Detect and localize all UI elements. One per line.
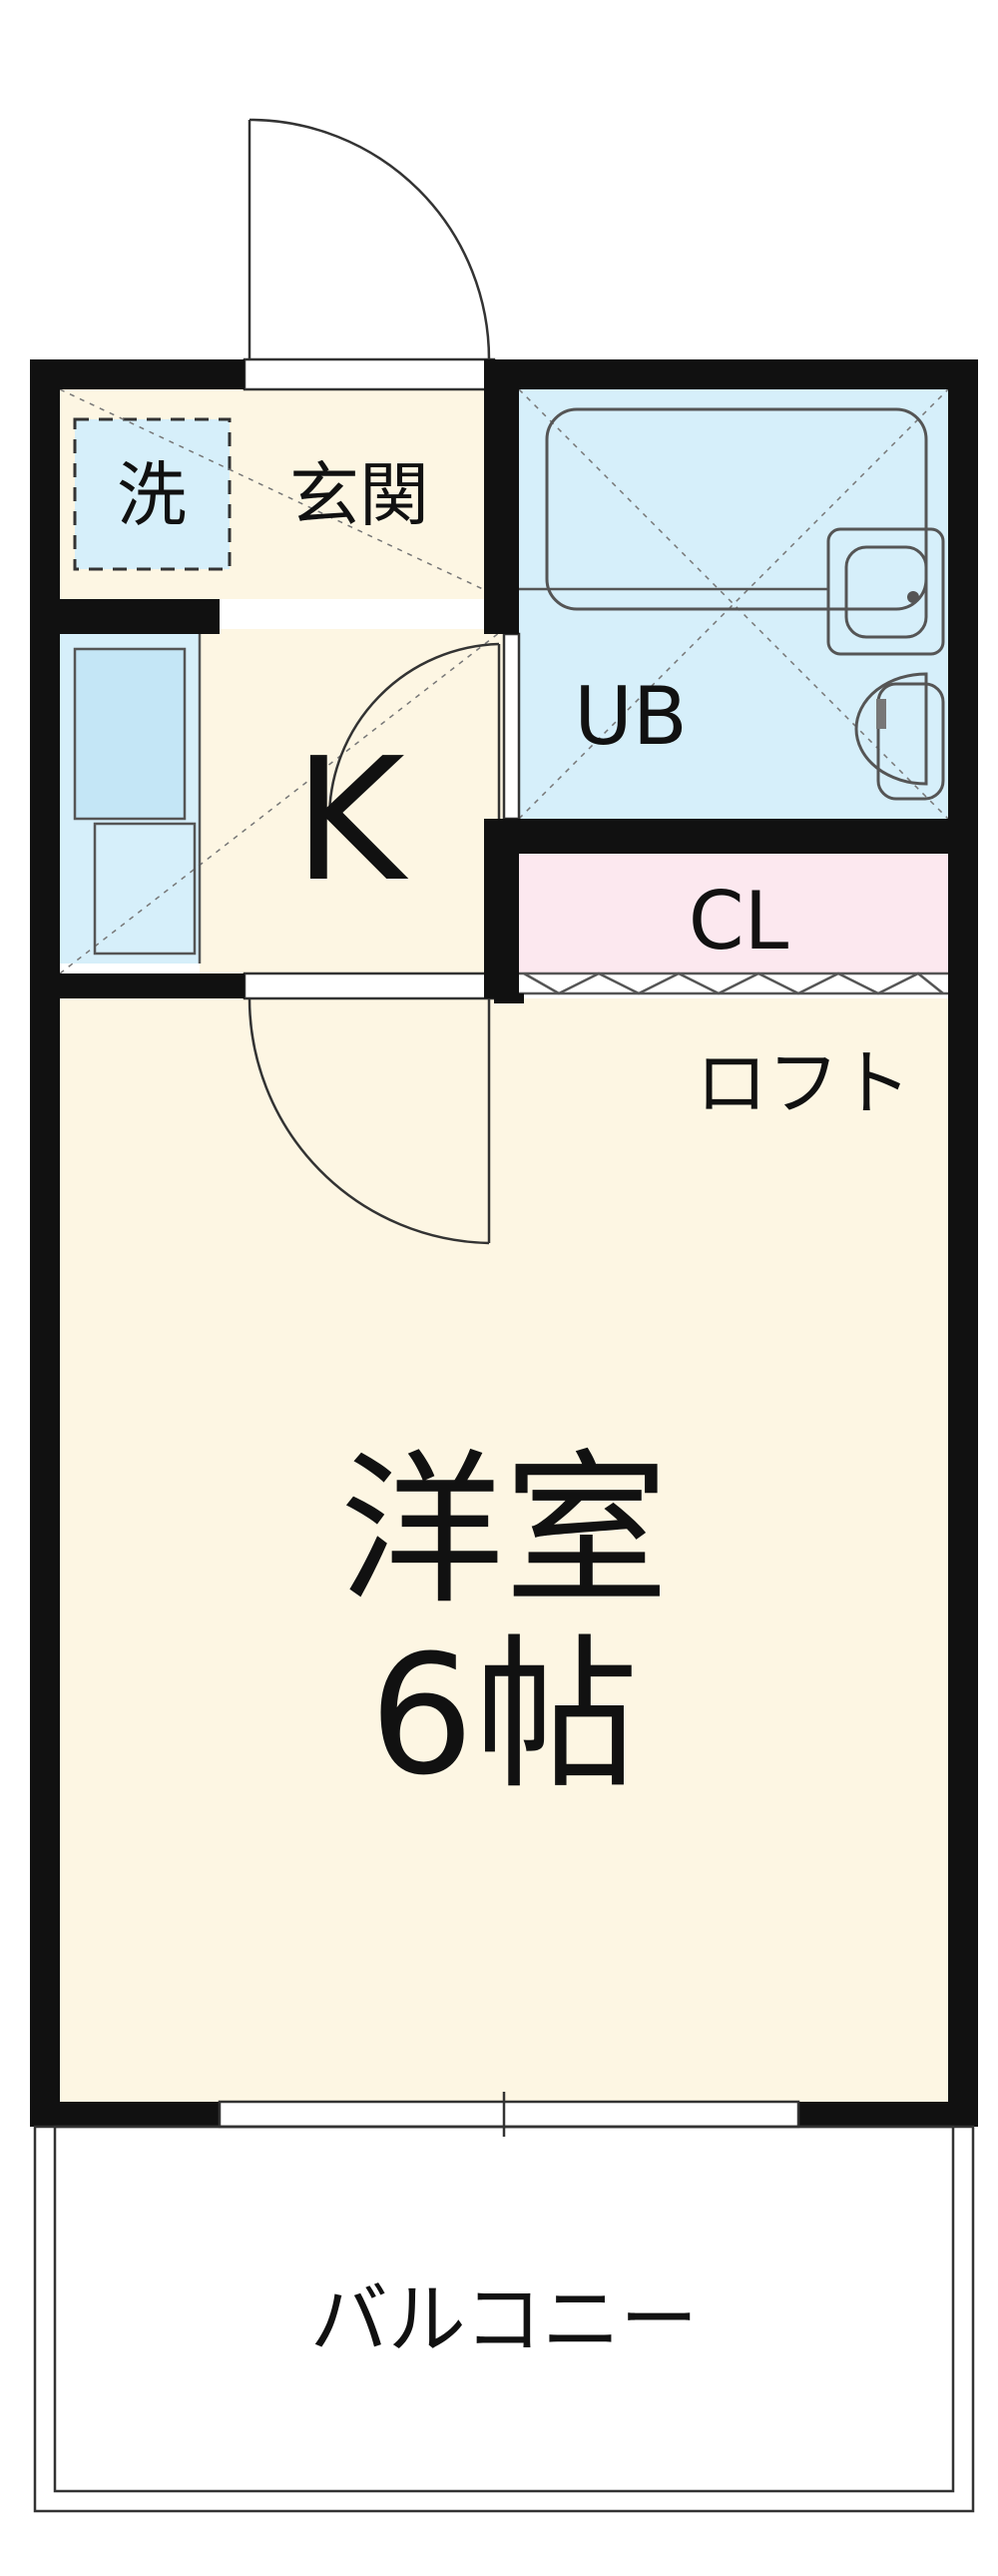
bathtub-icon <box>545 407 928 611</box>
loft-label: ロフト <box>696 1041 911 1125</box>
wash-space <box>73 417 232 571</box>
bath-label: UB <box>574 670 687 763</box>
kitchen-floor <box>200 629 504 973</box>
balcony-label: バルコニー <box>310 2275 698 2365</box>
western-room-size: 6帖 <box>369 1619 639 1811</box>
sink-icon <box>73 647 187 821</box>
western-room-floor <box>60 998 948 2102</box>
walls <box>30 359 978 2127</box>
hatch-lines <box>59 388 949 974</box>
toilet-icon <box>854 672 945 801</box>
entrance-label: 玄関 <box>289 454 429 536</box>
stove-icon <box>93 822 197 956</box>
closet-label: CL <box>689 875 789 967</box>
kitchen-label: K <box>293 722 409 920</box>
balcony-window <box>218 2092 800 2137</box>
closet-floor <box>519 854 948 973</box>
western-room-label: 洋室 <box>339 1435 669 1626</box>
wash-label: 洗 <box>117 454 187 536</box>
door-swing-icon <box>248 118 501 1245</box>
balcony <box>33 2125 975 2513</box>
loft-ladder <box>519 971 948 995</box>
washbasin-icon <box>826 527 945 656</box>
